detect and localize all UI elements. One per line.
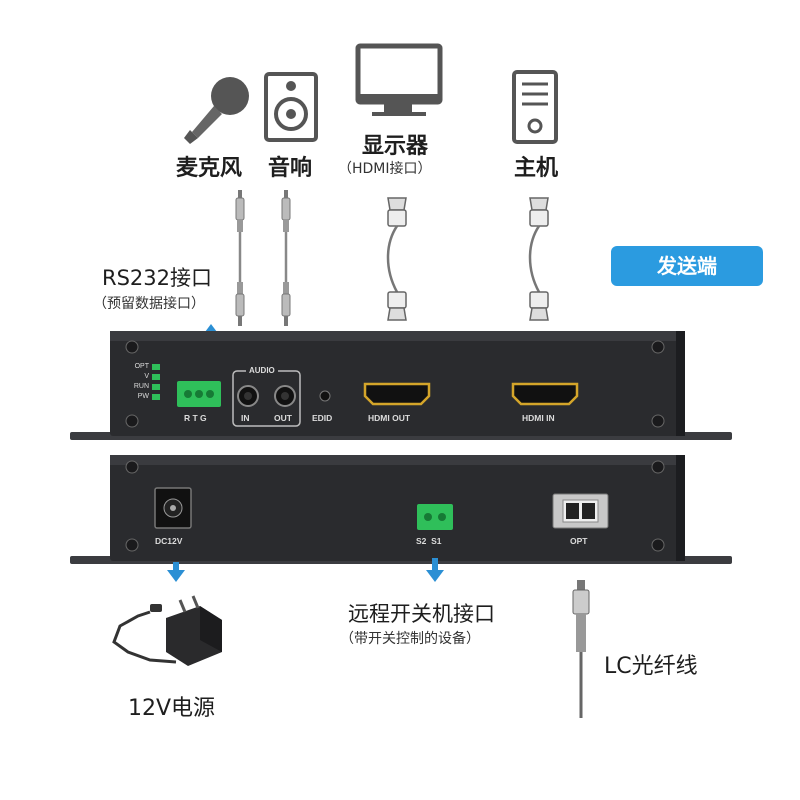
led-labels: OPT V RUN PW — [131, 362, 149, 402]
pc-tower-icon — [512, 70, 558, 144]
rs232-label: RS232接口 — [102, 266, 213, 290]
power-label: 12V电源 — [128, 696, 216, 721]
power-adapter-icon — [112, 595, 222, 666]
audio-out-label: OUT — [274, 413, 292, 423]
speaker-icon — [264, 72, 318, 142]
dc12v-label: DC12V — [155, 536, 183, 546]
display-icon — [355, 43, 443, 116]
opt-label: OPT — [570, 536, 588, 546]
audio-cable-speaker — [281, 190, 291, 326]
power-arrow-icon — [167, 562, 185, 582]
hdmi-cable-display — [386, 197, 407, 321]
audio-label: AUDIO — [246, 366, 278, 375]
sender-badge: 发送端 — [611, 246, 763, 286]
switch-label: S2 S1 — [416, 536, 442, 546]
fiber-label: LC光纤线 — [604, 654, 698, 679]
audio-cable-mic — [235, 190, 245, 326]
host-label: 主机 — [514, 156, 559, 181]
edid-label: EDID — [312, 413, 333, 423]
lc-fiber-cable-icon — [572, 580, 590, 718]
remote-arrow-icon — [426, 558, 444, 582]
led-label-pw: PW — [137, 393, 149, 400]
speaker-label: 音响 — [268, 156, 313, 181]
rs232-sub-label: （预留数据接口） — [93, 296, 205, 312]
remote-label: 远程开关机接口 — [348, 602, 495, 626]
led-label-v: V — [144, 373, 149, 380]
hdmi-cable-host — [528, 197, 549, 321]
led-label-run: RUN — [133, 383, 149, 390]
audio-in-label: IN — [241, 413, 250, 423]
front-panel — [70, 331, 732, 440]
hdmi-in-label: HDMI IN — [522, 413, 555, 423]
mic-label: 麦克风 — [176, 156, 243, 181]
hdmi-out-label: HDMI OUT — [368, 413, 411, 423]
rtg-label: R T G — [184, 413, 207, 423]
microphone-icon — [184, 77, 249, 144]
back-panel — [70, 455, 732, 564]
remote-sub-label: （带开关控制的设备） — [340, 631, 480, 647]
display-sub-label: （HDMI接口） — [338, 161, 432, 177]
led-label-opt: OPT — [134, 363, 149, 370]
display-label: 显示器 — [362, 134, 429, 159]
